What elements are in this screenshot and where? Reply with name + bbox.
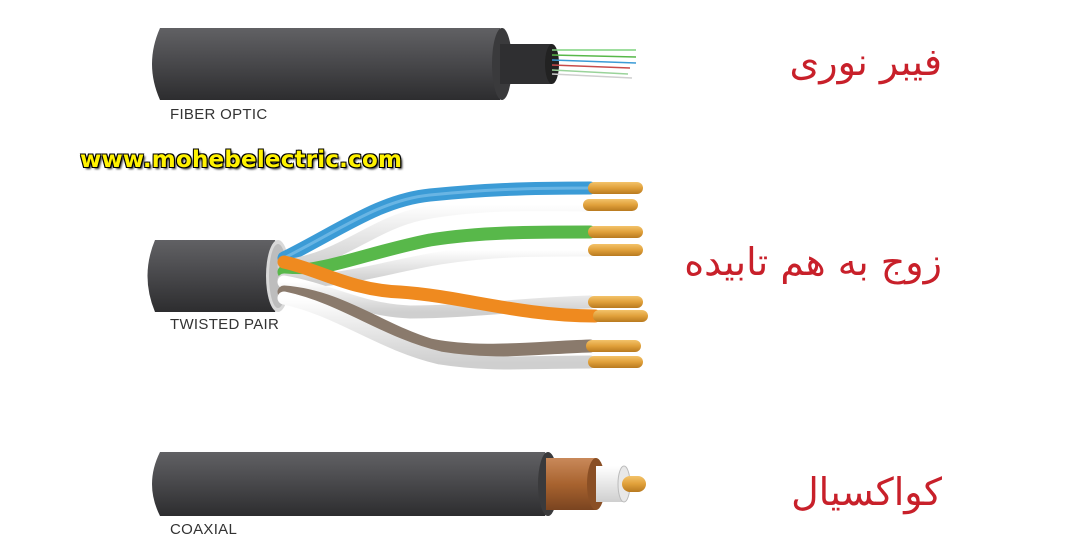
fiber-optic-persian-label: فیبر نوری (789, 40, 942, 84)
copper-tips (583, 182, 648, 368)
fiber-optic-cable (152, 28, 637, 100)
twisted-pair-jacket (147, 240, 283, 312)
website-watermark: www.mohebelectric.com (80, 147, 403, 173)
coax-jacket (152, 452, 553, 516)
twisted-pair-cable (147, 181, 648, 370)
coaxial-label: COAXIAL (170, 521, 238, 538)
orange-wire-pair (277, 255, 602, 323)
coaxial-persian-label: کواکسیال (791, 470, 942, 514)
brown-wire-pair (277, 285, 597, 370)
fiber-inner-tube (500, 44, 552, 84)
fiber-optic-label: FIBER OPTIC (170, 106, 268, 123)
twisted-pair-label: TWISTED PAIR (170, 316, 280, 333)
coaxial-cable (152, 452, 646, 516)
twisted-pair-persian-label: زوج به هم تابیده (684, 240, 942, 284)
blue-wire-pair (277, 181, 597, 273)
coax-core (622, 476, 646, 492)
fiber-jacket (152, 28, 508, 100)
fiber-strands (551, 49, 637, 79)
